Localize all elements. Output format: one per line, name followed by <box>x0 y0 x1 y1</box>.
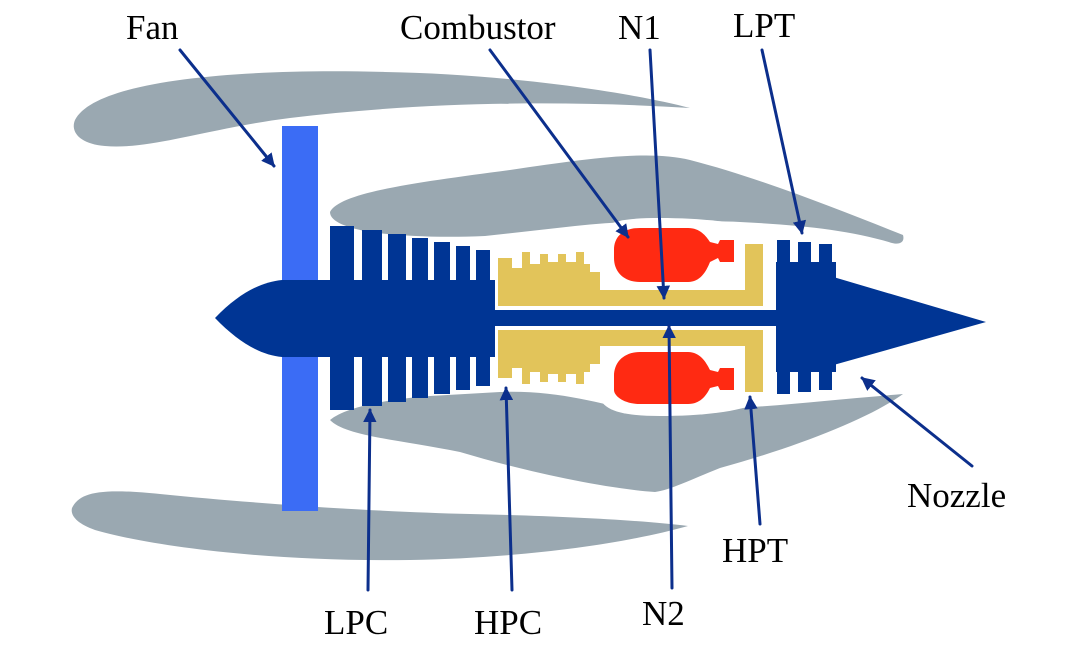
lpt-stage-1 <box>777 240 790 394</box>
lpc-stage-6 <box>456 246 470 390</box>
lpt-leader-line <box>760 48 806 235</box>
nacelle-bottom <box>71 491 689 561</box>
n1-label: N1 <box>618 8 661 47</box>
hpt-label: HPT <box>722 531 788 570</box>
lpt-label: LPT <box>733 6 795 45</box>
core-cowl-bottom <box>330 391 903 492</box>
combustor-label: Combustor <box>400 8 556 47</box>
spinner <box>215 280 495 357</box>
lpt-stage-2 <box>798 242 811 392</box>
lpc-stage-3 <box>388 234 406 402</box>
core-cowl-top <box>330 155 904 244</box>
fan-leader-line <box>178 48 276 168</box>
n2-leader-line <box>662 324 676 590</box>
hp-spool-bottom <box>498 330 763 392</box>
nozzle-leader-line <box>860 376 974 468</box>
lpc-stage-2 <box>362 230 382 406</box>
fan-label: Fan <box>126 8 179 47</box>
lpc-stage-5 <box>434 242 450 394</box>
hpt-leader-line <box>744 395 762 526</box>
combustor-bottom <box>614 352 734 404</box>
combustor-top <box>614 228 734 282</box>
low-pressure-spool <box>215 226 986 410</box>
lpc-stage-4 <box>412 238 428 398</box>
lpt-stage-3 <box>819 244 832 390</box>
nozzle-label: Nozzle <box>907 476 1006 515</box>
nacelle-top <box>73 71 690 147</box>
combustor-leader-line <box>488 48 630 239</box>
lpc-stage-1 <box>330 226 354 410</box>
lpc-stage-7 <box>476 250 490 386</box>
tail-cone <box>830 276 986 366</box>
n1-shaft <box>488 310 788 326</box>
hpc-leader-line <box>499 386 514 592</box>
lpc-leader-line <box>363 408 377 592</box>
hp-spool-top <box>498 244 763 306</box>
high-pressure-spool <box>498 244 763 392</box>
n2-label: N2 <box>642 594 685 633</box>
n1-leader-line <box>648 48 671 300</box>
lpc-label: LPC <box>324 603 388 642</box>
hpc-label: HPC <box>474 603 542 642</box>
